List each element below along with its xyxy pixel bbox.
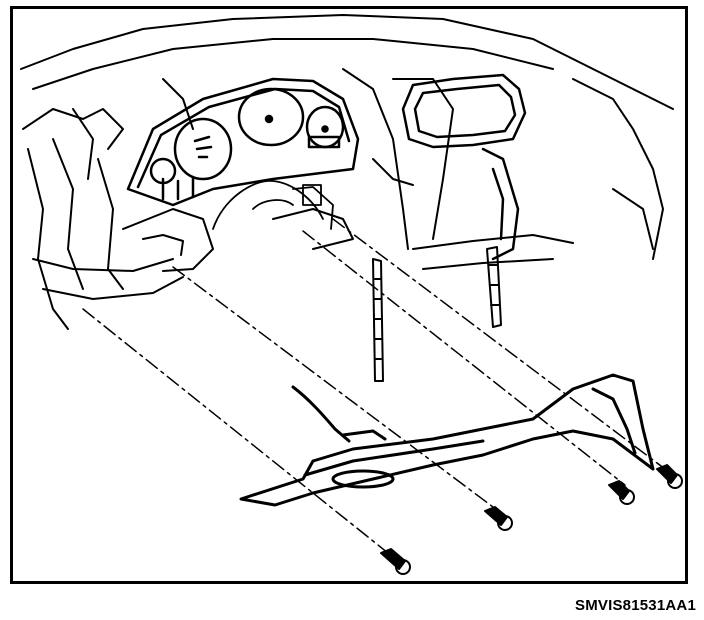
lower-trim-panel — [239, 373, 655, 507]
instrument-cluster — [126, 77, 360, 207]
installation-guide-lines — [82, 218, 674, 558]
wire-harness — [212, 180, 334, 230]
fastener-bolt-4 — [656, 464, 683, 489]
trim-panel-strap — [291, 385, 387, 443]
support-bracket-right — [486, 246, 502, 328]
support-bracket-left — [372, 258, 384, 382]
fastener-bolt-2 — [484, 506, 513, 531]
exploded-view-illustration — [20, 14, 683, 575]
figure-caption: SMVIS81531AA1 — [575, 597, 696, 614]
fastener-bolt-3 — [608, 480, 635, 505]
diagram-frame — [10, 6, 688, 584]
fastener-bolt-1 — [380, 548, 411, 575]
display-bezel — [401, 73, 527, 261]
instrument-panel-carrier — [20, 14, 674, 330]
